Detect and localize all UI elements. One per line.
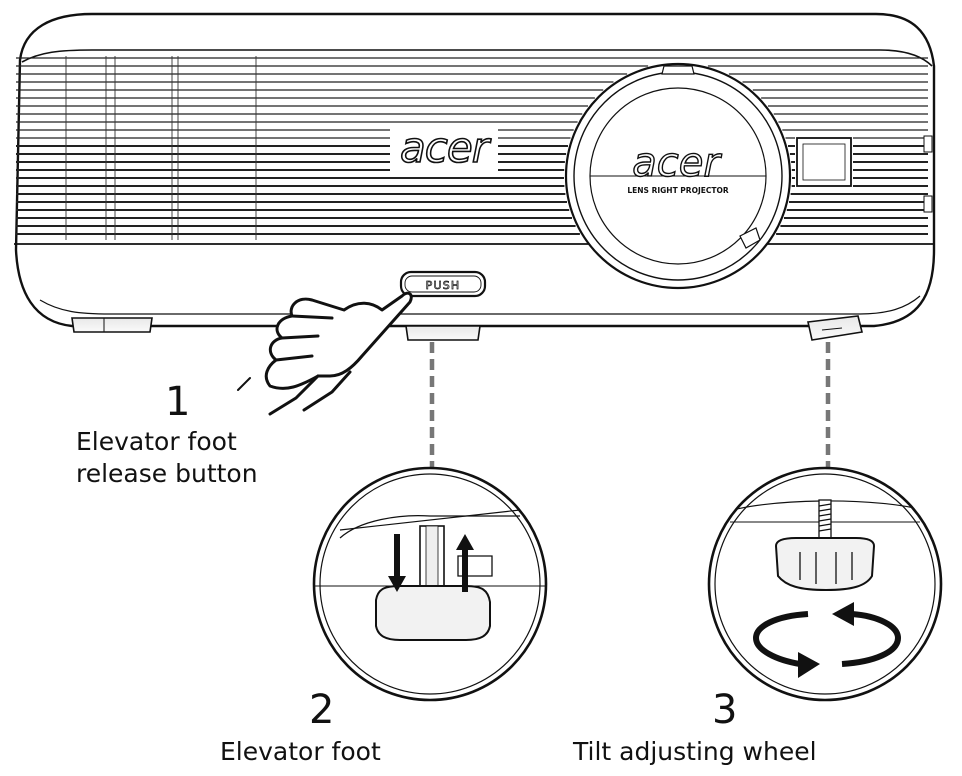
up-down-arrows-icon <box>388 534 474 592</box>
callout-3-number: 3 <box>712 687 738 733</box>
elevator-foot-release-button <box>399 270 487 298</box>
callout-2-number: 2 <box>309 687 335 733</box>
tilt-wheel-housing <box>807 315 863 341</box>
brand-logo: acer <box>400 123 492 172</box>
push-button-label: PUSH <box>426 279 461 292</box>
vent-grille <box>16 57 928 235</box>
lens-cap-brand: acer <box>632 140 722 186</box>
callout-1-label-line1: Elevator foot <box>76 427 237 456</box>
tilt-wheel-detail <box>707 466 943 702</box>
callout-1-number: 1 <box>165 379 191 425</box>
lens-cap-tagline: LENS RIGHT PROJECTOR <box>627 186 728 195</box>
vent-dividers <box>65 56 257 240</box>
ir-receiver-window <box>796 135 933 213</box>
dashed-leader-lines <box>429 342 831 468</box>
elevator-foot-housing <box>405 325 481 341</box>
rotate-arrows-icon <box>752 602 902 678</box>
elevator-foot-detail <box>312 466 548 702</box>
rear-left-foot <box>71 317 153 333</box>
pointing-hand-icon <box>237 291 413 416</box>
callout-1-label-line2: release button <box>76 459 258 488</box>
callout-1-label: Elevator foot release button <box>76 426 258 490</box>
callout-3-label: Tilt adjusting wheel <box>573 737 817 766</box>
lens-assembly <box>564 62 792 290</box>
callout-2-label: Elevator foot <box>220 737 381 766</box>
